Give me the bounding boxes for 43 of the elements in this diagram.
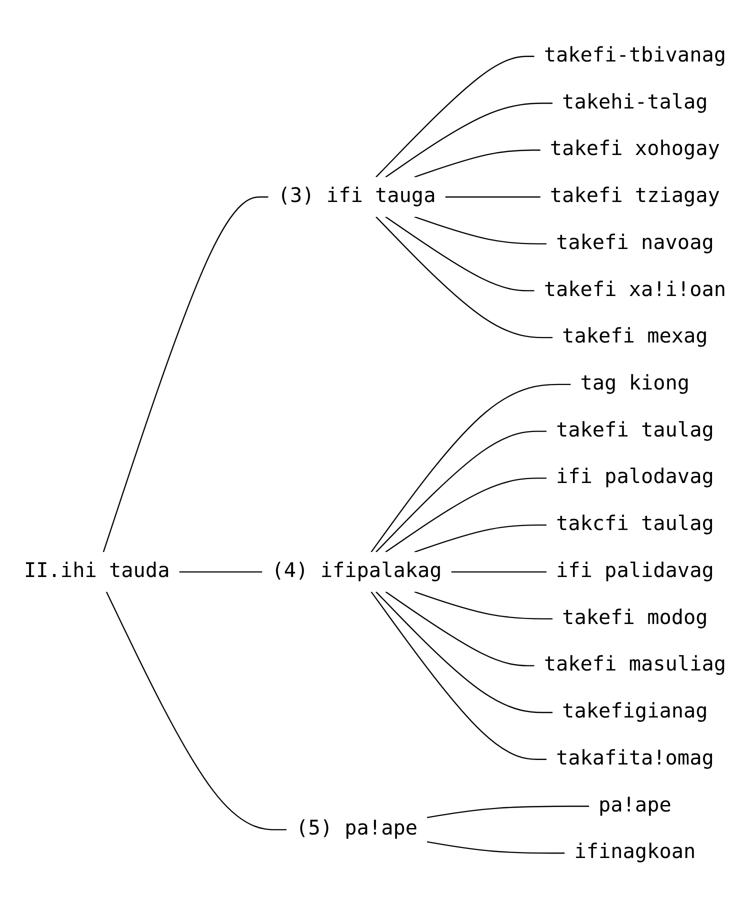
node-text: takefi xa!i!oan <box>544 278 726 302</box>
connector <box>414 216 546 244</box>
connector <box>414 149 540 178</box>
node-text: tag kiong <box>580 371 690 396</box>
connector <box>376 591 553 713</box>
connector <box>385 216 534 292</box>
node-text: takefi taulag <box>556 418 714 442</box>
node-text: takefi xohogay <box>550 137 720 161</box>
connector <box>426 840 565 854</box>
connector <box>376 56 534 178</box>
node-text: takefi mexag <box>562 324 708 348</box>
node-text: ifinagkoan <box>574 840 696 864</box>
connector <box>179 571 262 572</box>
connector <box>451 571 546 572</box>
node-text: (5) pa!ape <box>296 816 418 840</box>
node-text: (4) ifipalakag <box>272 558 442 583</box>
node-text: takefi navoag <box>556 230 714 255</box>
connector <box>445 196 540 198</box>
connector <box>370 384 571 552</box>
node-text: takafita!omag <box>556 746 714 770</box>
node-text: takefi modog <box>562 606 708 630</box>
connector <box>426 805 589 818</box>
node-text: pa!ape <box>598 793 672 817</box>
connector <box>376 430 546 552</box>
connector <box>385 102 553 178</box>
node-text: (3) ifi tauga <box>278 184 436 208</box>
node-text: II.ihi tauda <box>24 558 170 583</box>
node-text: takefi masuliag <box>544 652 726 676</box>
connector <box>376 216 553 338</box>
node-text: takcfi taulag <box>556 512 714 536</box>
connector <box>414 524 546 552</box>
connector <box>385 477 546 552</box>
connector <box>414 590 553 620</box>
node-text: takefi-tbivanag <box>544 43 726 68</box>
node-text: takefi tziagay <box>550 184 720 208</box>
node-text: ifi palidavag <box>556 558 714 583</box>
node-text: takehi-talag <box>562 90 708 114</box>
connector <box>370 591 546 760</box>
connector <box>102 196 268 552</box>
node-text: ifi palodavag <box>556 465 714 489</box>
node-text: takefigianag <box>562 700 708 724</box>
connector <box>106 591 287 830</box>
connector <box>385 591 534 666</box>
